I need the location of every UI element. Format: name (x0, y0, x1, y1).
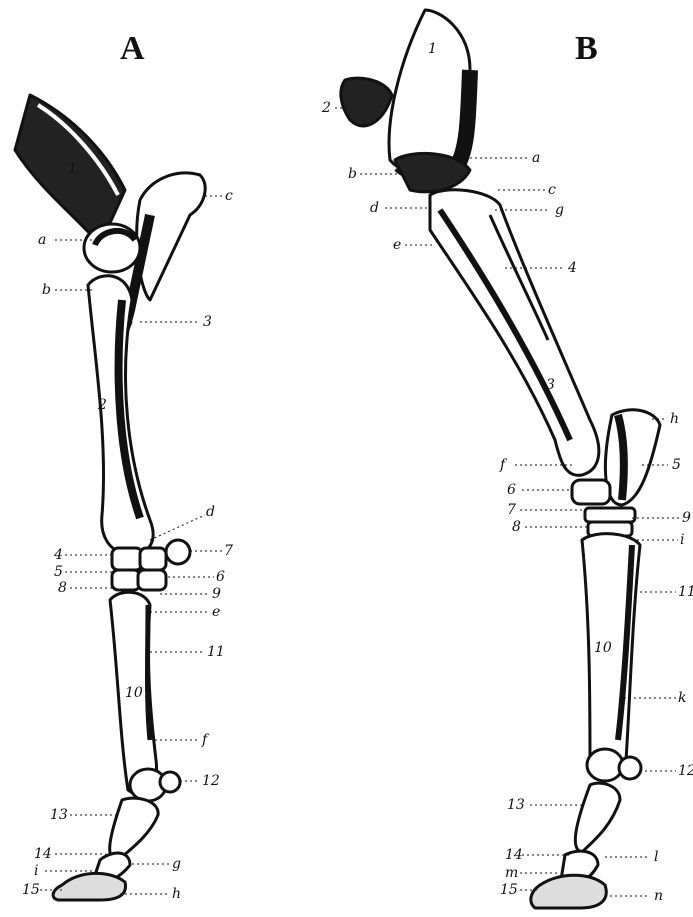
label-a-10: 10 (125, 686, 143, 700)
label-b-1: 1 (428, 42, 437, 56)
label-a-11: 11 (207, 645, 225, 659)
label-b-11: 11 (678, 585, 693, 599)
label-a-5: 5 (54, 565, 63, 579)
label-b-f: f (500, 458, 505, 472)
panel-b-title: B (575, 30, 598, 68)
label-a-g: g (172, 857, 181, 871)
label-b-5: 5 (672, 458, 681, 472)
label-a-a: a (38, 233, 46, 247)
label-b-g: g (555, 203, 564, 217)
label-a-b: b (42, 283, 51, 297)
label-b-e: e (393, 238, 401, 252)
label-a-12: 12 (202, 774, 220, 788)
label-b-15: 15 (500, 883, 518, 897)
label-b-7: 7 (507, 503, 516, 517)
label-b-b: b (348, 167, 357, 181)
label-b-6: 6 (507, 483, 516, 497)
label-a-2: 2 (98, 398, 107, 412)
label-b-2: 2 (322, 101, 331, 115)
label-a-13: 13 (50, 808, 68, 822)
panel-a-bones (15, 95, 205, 900)
label-a-3: 3 (203, 315, 212, 329)
label-a-8: 8 (58, 581, 67, 595)
label-b-8: 8 (512, 520, 521, 534)
label-a-4: 4 (54, 548, 63, 562)
label-a-6: 6 (216, 570, 225, 584)
label-b-h: h (670, 412, 679, 426)
label-a-15: 15 (22, 883, 40, 897)
label-b-n: n (654, 889, 663, 903)
label-b-12: 12 (678, 764, 693, 778)
label-b-10: 10 (594, 641, 612, 655)
label-a-d: d (206, 505, 215, 519)
label-b-9: 9 (682, 511, 691, 525)
label-b-k: k (678, 691, 686, 705)
label-a-1: 1 (68, 162, 77, 176)
label-b-14: 14 (505, 848, 523, 862)
label-b-a: a (532, 151, 540, 165)
label-a-9: 9 (212, 587, 221, 601)
label-a-14: 14 (34, 847, 52, 861)
label-b-l: l (654, 850, 658, 864)
panel-a-title: A (120, 30, 145, 68)
label-b-i: i (680, 533, 684, 547)
label-b-4: 4 (568, 261, 577, 275)
label-a-i: i (34, 864, 38, 878)
label-a-7: 7 (224, 544, 233, 558)
label-b-d: d (370, 201, 379, 215)
label-a-e: e (212, 605, 220, 619)
label-b-13: 13 (507, 798, 525, 812)
label-b-3: 3 (546, 378, 555, 392)
label-b-c: c (548, 183, 556, 197)
label-a-f: f (202, 733, 207, 747)
label-a-c: c (225, 189, 233, 203)
label-b-m: m (505, 866, 518, 880)
label-a-h: h (172, 887, 181, 901)
